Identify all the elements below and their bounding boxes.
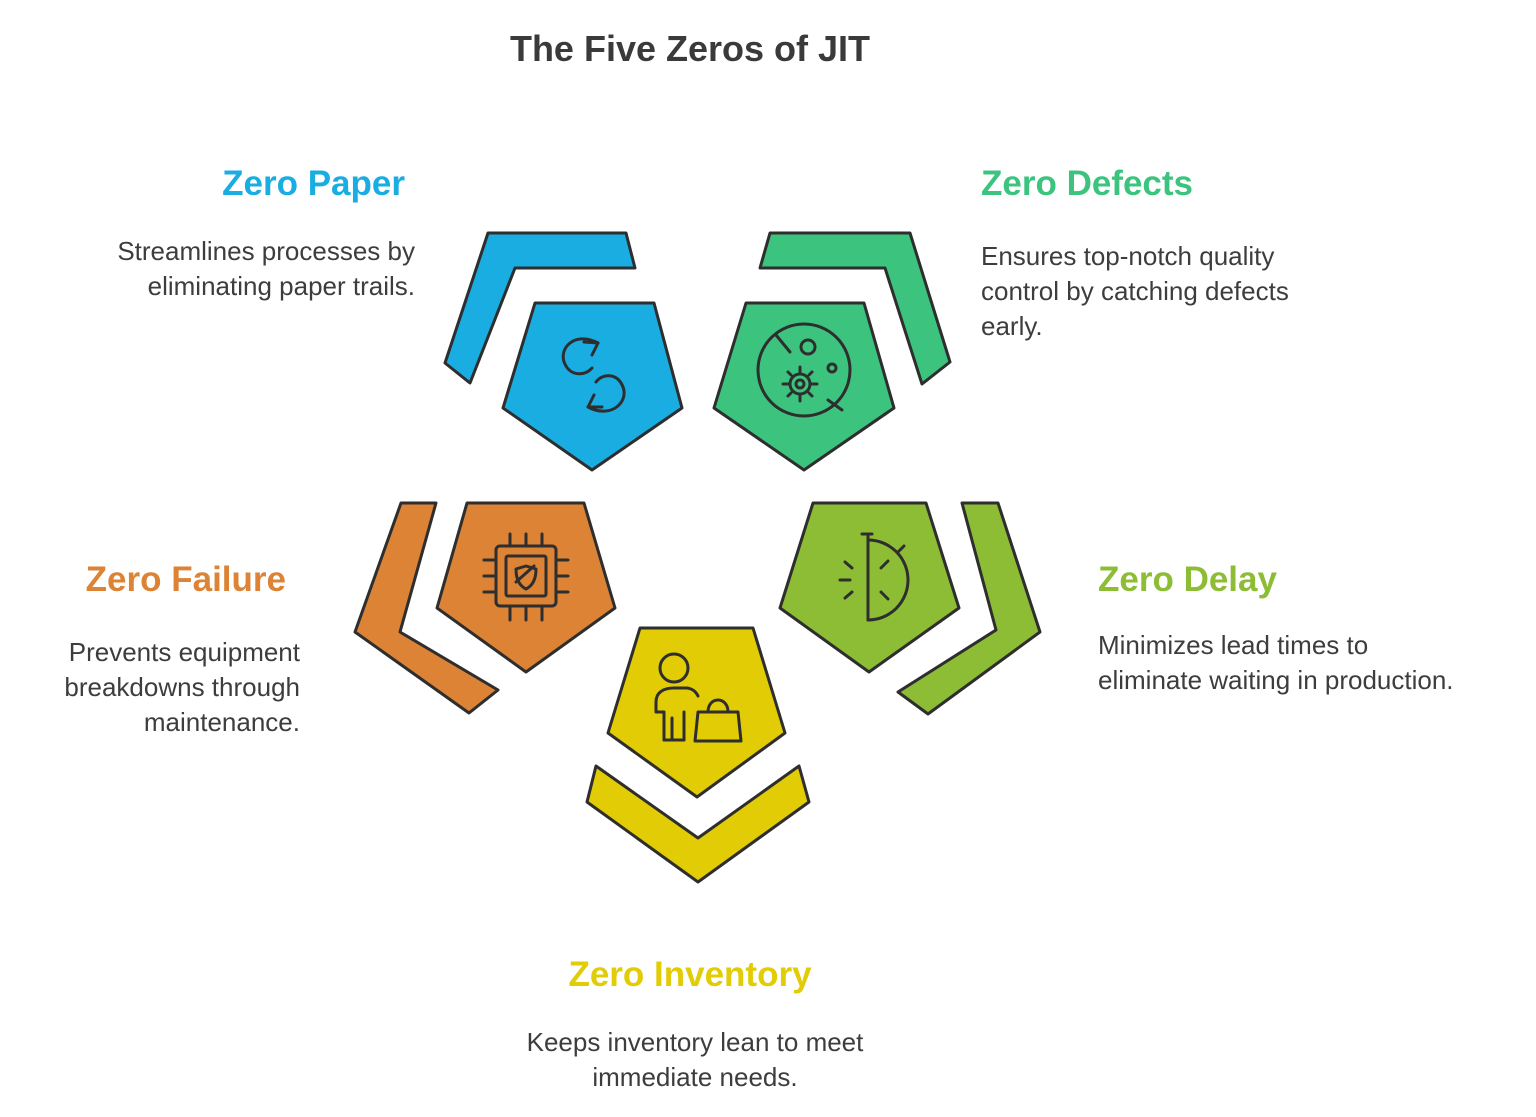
zero-failure-heading: Zero Failure <box>85 560 286 599</box>
chip-shield-icon <box>482 532 570 622</box>
page-title: The Five Zeros of JIT <box>509 28 871 69</box>
paper-pentagon <box>501 301 684 472</box>
petri-dish-bacteria-icon <box>756 322 852 418</box>
zero-paper-description: Streamlines processes by eliminating pap… <box>117 236 415 301</box>
zero-delay-description: Minimizes lead times to eliminate waitin… <box>1098 630 1454 695</box>
zero-inventory-heading: Zero Inventory <box>568 955 812 994</box>
zero-defects-description: Ensures top-notch quality control by cat… <box>981 241 1289 341</box>
defects-chevron <box>758 231 952 386</box>
delay-chevron <box>896 501 1042 716</box>
zero-delay-heading: Zero Delay <box>1098 560 1277 599</box>
recycle-arrows-icon <box>561 337 626 413</box>
inventory-chevron <box>585 764 811 884</box>
zero-paper-heading: Zero Paper <box>222 164 405 203</box>
paper-chevron <box>443 231 637 385</box>
person-shopping-bag-icon <box>654 652 743 743</box>
zero-failure-description: Prevents equipment breakdowns through ma… <box>64 637 300 737</box>
failure-chevron <box>353 501 500 715</box>
zero-defects-heading: Zero Defects <box>981 164 1194 203</box>
zero-inventory-description: Keeps inventory lean to meet immediate n… <box>526 1027 864 1092</box>
stopwatch-half-icon <box>838 532 910 622</box>
